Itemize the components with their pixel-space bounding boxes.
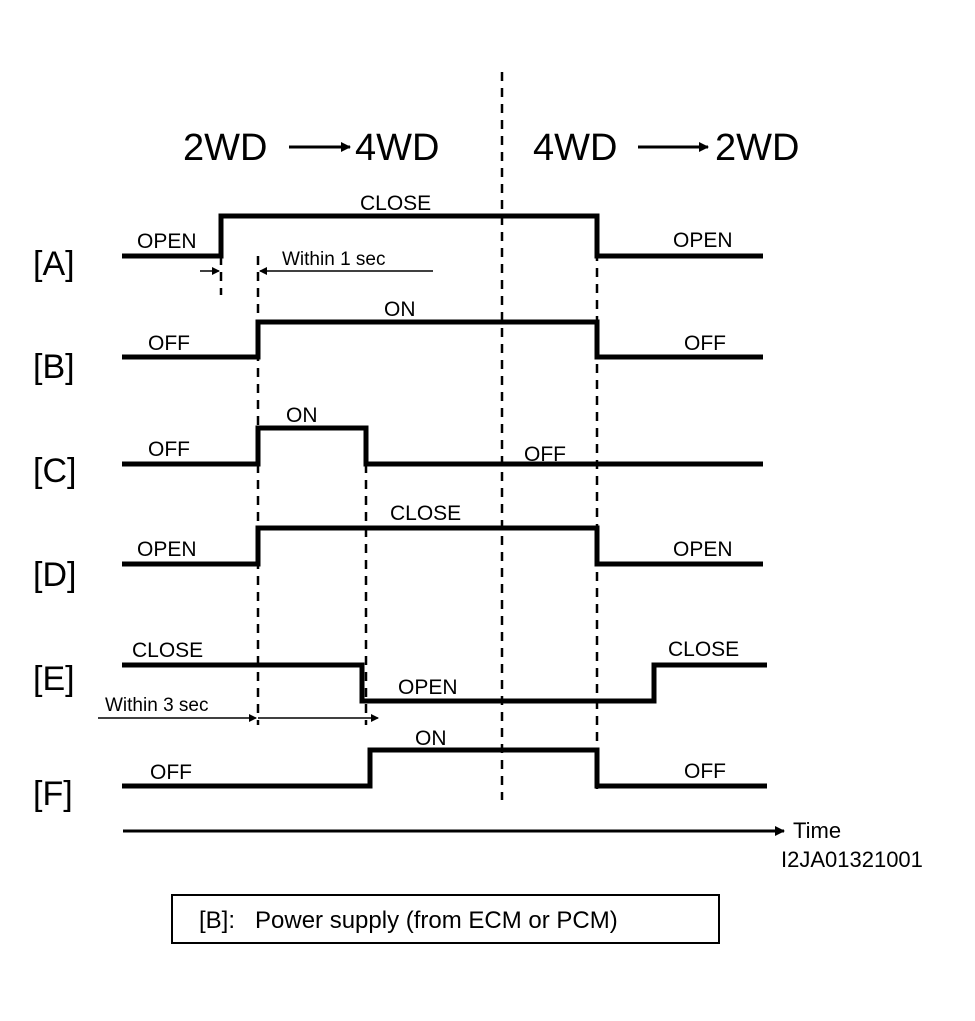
state-e-during: OPEN: [398, 676, 458, 699]
legend-box: [171, 894, 720, 944]
state-c-before: OFF: [148, 438, 190, 461]
state-d-before: OPEN: [137, 538, 197, 561]
legend-text: [B]: Power supply (from ECM or PCM): [199, 907, 618, 934]
state-b-before: OFF: [148, 332, 190, 355]
state-a-before: OPEN: [137, 230, 197, 253]
within-3-label: Within 3 sec: [105, 695, 208, 716]
state-e-after: CLOSE: [668, 638, 739, 661]
header-left-to: 4WD: [355, 127, 439, 169]
row-label-c: [C]: [33, 452, 76, 490]
waveform-c: [122, 425, 763, 467]
figure-id: I2JA01321001: [781, 847, 923, 872]
row-label-d: [D]: [33, 556, 76, 594]
state-f-after: OFF: [684, 760, 726, 783]
state-d-after: OPEN: [673, 538, 733, 561]
waveform-e: [122, 662, 767, 704]
state-b-after: OFF: [684, 332, 726, 355]
state-d-during: CLOSE: [390, 502, 461, 525]
row-label-a: [A]: [33, 245, 75, 283]
header-right-from: 4WD: [533, 127, 617, 169]
row-label-f: [F]: [33, 775, 73, 813]
time-axis-label: Time: [793, 818, 841, 843]
state-c-during: ON: [286, 404, 318, 427]
state-a-during: CLOSE: [360, 192, 431, 215]
row-label-b: [B]: [33, 348, 75, 386]
waveform-b: [122, 319, 763, 360]
state-b-during: ON: [384, 298, 416, 321]
state-c-after: OFF: [524, 443, 566, 466]
header-right-to: 2WD: [715, 127, 799, 169]
within-1-label: Within 1 sec: [282, 249, 385, 270]
waveform-a: [122, 213, 763, 259]
waveform-d: [122, 525, 763, 567]
state-f-during: ON: [415, 727, 447, 750]
state-e-before: CLOSE: [132, 639, 203, 662]
row-label-e: [E]: [33, 660, 75, 698]
waveform-f: [122, 747, 767, 789]
state-a-after: OPEN: [673, 229, 733, 252]
state-f-before: OFF: [150, 761, 192, 784]
header-left-from: 2WD: [183, 127, 267, 169]
